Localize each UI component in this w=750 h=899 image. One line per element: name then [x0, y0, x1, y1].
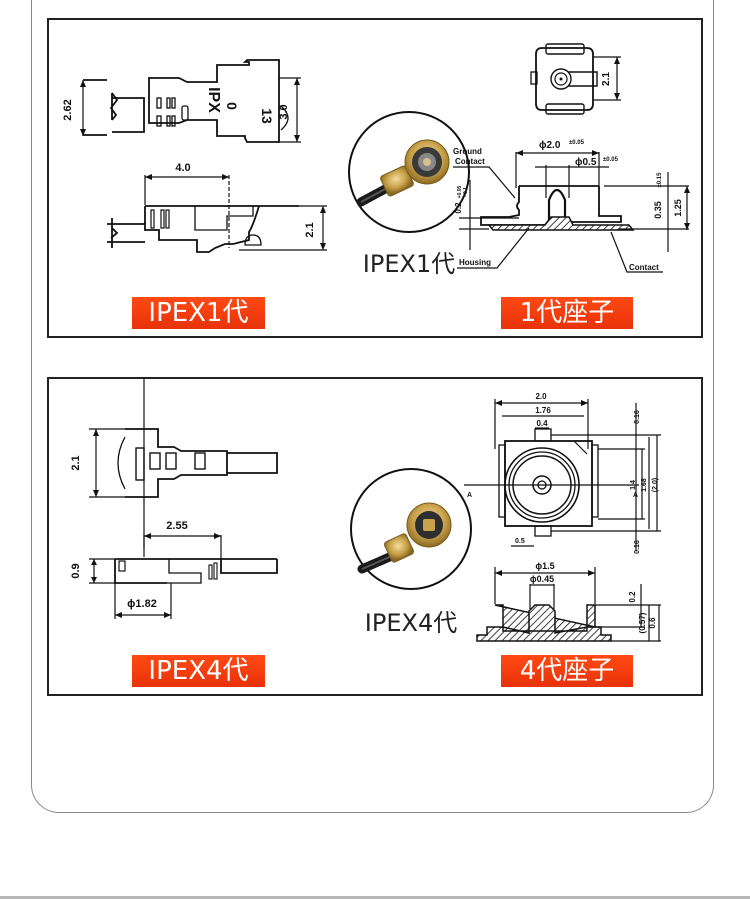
- socket4-dim-0-16-top: 0.16: [634, 410, 641, 424]
- callout-ground-contact: Contact: [455, 157, 485, 166]
- ipex1-panel: 2.62 IPX 0 13 3.0 4.0 2.1: [47, 18, 703, 338]
- socket1-dim-phi-2-0: ϕ2.0: [539, 140, 561, 151]
- socket4-dim-2-0-ref: (2.0): [652, 478, 659, 492]
- ipex4-drawings: 2.1 2.55 0.9 ϕ1.82: [70, 379, 661, 642]
- callout-contact: Contact: [629, 263, 659, 272]
- dim-3-0: 3.0: [278, 104, 290, 119]
- dim-4-0: 4.0: [175, 162, 190, 174]
- bottom-divider: [0, 896, 750, 899]
- dim-2-1: 2.1: [304, 222, 316, 237]
- ipex1-plug-tag: IPEX1代: [132, 297, 265, 329]
- plug4-dim-2-1: 2.1: [70, 455, 82, 470]
- plug-marking-ipx: IPX: [205, 87, 222, 113]
- plug-marking-0: 0: [224, 102, 240, 110]
- ipex1-plug-side-view: 4.0 2.1: [107, 162, 327, 253]
- socket4-dim-phi-1-5: ϕ1.5: [535, 561, 554, 571]
- socket4-dim-2-0: 2.0: [535, 392, 547, 401]
- socket1-tol-0-2-minus: −0.1: [463, 187, 469, 197]
- plug4-dim-2-55: 2.55: [166, 520, 187, 532]
- socket4-dim-0-4: 0.4: [536, 419, 548, 428]
- socket4-dim-1-68: 1.68: [641, 478, 648, 492]
- socket4-dim-0-57: (0.57): [638, 612, 647, 633]
- ipex1-socket-section: ϕ2.0 ±0.05 ϕ0.5 ±0.05 0.2 +0.05 −0.1 0.3…: [453, 140, 690, 273]
- ipex4-photo: [350, 468, 472, 590]
- plug4-dim-phi-1-82: ϕ1.82: [127, 598, 157, 610]
- socket4-dim-1-76: 1.76: [535, 406, 551, 415]
- socket1-dim-2-1: 2.1: [601, 72, 612, 86]
- plug-marking-13: 13: [259, 108, 275, 124]
- ipex1-drawings: 2.62 IPX 0 13 3.0 4.0 2.1: [62, 43, 690, 273]
- socket1-tol-2-0: ±0.05: [569, 140, 585, 146]
- socket1-tol-0-2-plus: +0.05: [457, 185, 463, 198]
- socket4-dim-phi-0-45: ϕ0.45: [530, 574, 554, 584]
- socket4-dim-0-16-bottom: 0.16: [634, 540, 641, 554]
- ipex4-socket-section: ϕ1.5 ϕ0.45 0.2 (0.57) 0.6: [476, 561, 661, 642]
- socket4-dim-0-6: 0.6: [648, 617, 657, 629]
- section-a-left: A: [467, 492, 472, 499]
- ipex1-plug-top-view: 2.62 IPX 0 13 3.0: [62, 59, 301, 143]
- ipex4-socket-top-view: 2.0 1.76 0.4 A A 1.4 1.68 (2.0): [464, 392, 661, 554]
- socket4-dim-1-4: 1.4: [630, 480, 637, 490]
- socket1-dim-phi-0-5: ϕ0.5: [575, 157, 597, 168]
- ipex4-photo-caption: IPEX4代: [364, 609, 458, 637]
- callout-housing: Housing: [459, 258, 491, 267]
- ipex4-socket-tag: 4代座子: [501, 655, 633, 687]
- callout-ground: Ground: [453, 147, 482, 156]
- socket1-tol-0-5: ±0.05: [603, 157, 619, 163]
- ipex1-photo: [348, 111, 470, 233]
- plug4-dim-0-9: 0.9: [70, 563, 82, 578]
- socket1-dim-1-25: 1.25: [673, 199, 683, 217]
- ipex1-socket-tag: 1代座子: [501, 297, 633, 329]
- dim-2-62: 2.62: [62, 99, 74, 120]
- ipex4-plug-side-view: 2.55 0.9 ϕ1.82: [70, 379, 278, 619]
- socket1-dim-0-35: 0.35: [653, 201, 663, 219]
- ipex4-panel: 2.1 2.55 0.9 ϕ1.82: [47, 377, 703, 696]
- socket1-dim-0-2: 0.2: [454, 202, 463, 214]
- ipex1-socket-top-view: 2.1: [530, 43, 621, 115]
- socket4-dim-0-2: 0.2: [628, 591, 637, 603]
- ipex4-plug-tag: IPEX4代: [132, 655, 265, 687]
- ipex4-plug-top-view: 2.1: [70, 428, 278, 498]
- ipex1-photo-caption: IPEX1代: [362, 250, 456, 278]
- socket4-dim-0-5: 0.5: [515, 538, 525, 545]
- socket1-tol-0-35: ±0.15: [657, 172, 663, 188]
